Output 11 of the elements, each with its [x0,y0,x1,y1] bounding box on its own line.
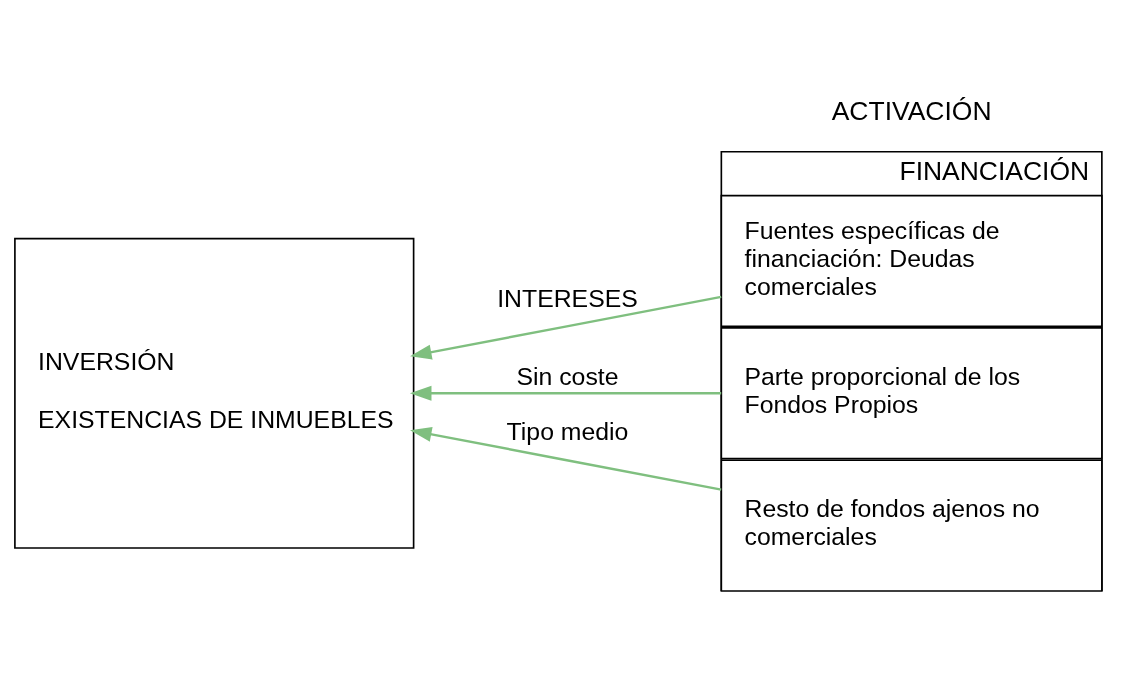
node-box: Fuentes específicas de financiación: Deudas comerciales [720,194,1103,328]
edge-label: Sin coste [516,363,619,390]
arrow [409,385,722,401]
edge-label: INTERESES [497,285,638,313]
arrow [410,426,722,491]
node-box: Resto de fondos ajenos no comerciales [720,459,1103,592]
node-box: INVERSIÓN EXISTENCIAS DE INMUEBLES [14,237,415,549]
label: ACTIVACIÓN [831,95,992,126]
edge-label: Tipo medio [506,417,629,445]
node-box: Parte proporcional de los Fondos Propios [720,327,1103,460]
arrow [410,295,722,360]
